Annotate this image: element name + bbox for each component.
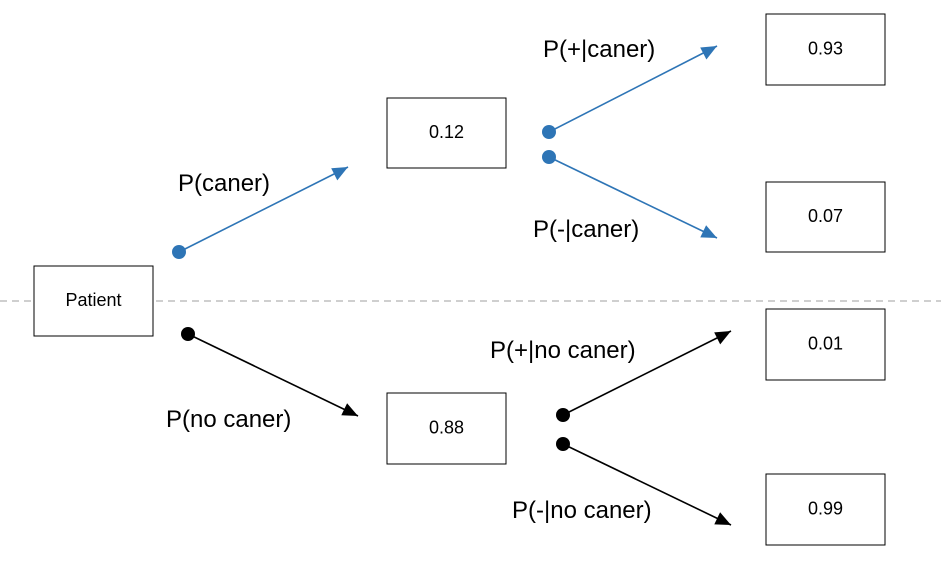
no-cancer-negative-edge-label: P(-|no caner) [512, 497, 652, 524]
cancer-positive-arrowhead [700, 46, 717, 60]
cancer-negative-value: 0.07 [808, 206, 843, 226]
no-cancer-positive-box [765, 308, 886, 381]
no-cancer-prior-value: 0.88 [429, 417, 464, 437]
cancer-prior-box [386, 97, 507, 169]
no-cancer-edge-label: P(no caner) [166, 406, 291, 433]
cancer-prior-value: 0.12 [429, 122, 464, 142]
no-cancer-positive-arrow [562, 330, 732, 416]
patient-label: Patient [65, 290, 121, 310]
no-cancer-negative-value: 0.99 [808, 498, 843, 518]
cancer-positive-arrow [548, 45, 718, 133]
cancer-branch-arrowhead [331, 167, 348, 181]
cancer-negative-arrowhead [700, 225, 717, 238]
no-cancer-negative-arrow [562, 443, 732, 526]
no-cancer-negative-box [765, 473, 886, 546]
cancer-branch-arrow [178, 166, 349, 253]
no-cancer-positive-value: 0.01 [808, 333, 843, 353]
cancer-negative-arrow [548, 156, 718, 239]
patient-box [33, 265, 154, 337]
cancer-positive-edge-label: P(+|caner) [543, 36, 655, 63]
no-cancer-positive-arrowhead [714, 331, 731, 345]
cancer-negative-edge-label: P(-|caner) [533, 216, 639, 243]
no-cancer-branch-arrowhead [341, 403, 358, 416]
no-cancer-branch-arrow [187, 333, 359, 417]
cancer-positive-box [765, 13, 886, 86]
no-cancer-negative-arrowhead [714, 512, 731, 525]
cancer-edge-label: P(caner) [178, 170, 270, 197]
no-cancer-prior-box [386, 392, 507, 465]
no-cancer-positive-edge-label: P(+|no caner) [490, 337, 636, 364]
cancer-negative-box [765, 181, 886, 253]
cancer-positive-value: 0.93 [808, 38, 843, 58]
